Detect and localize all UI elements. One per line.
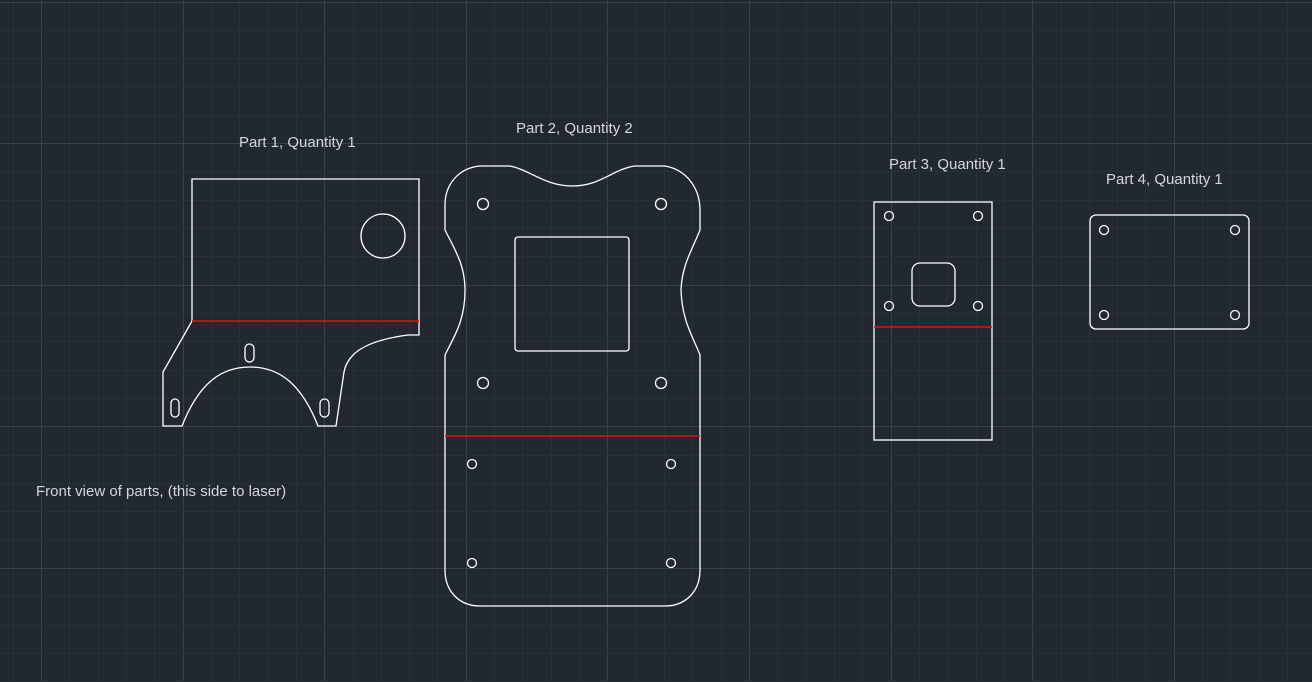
part-3-label: Part 3, Quantity 1 (889, 156, 1006, 173)
part-2[interactable] (444, 165, 701, 607)
part-3-outline (873, 201, 993, 441)
part-2-hole (665, 557, 677, 569)
part-4-label: Part 4, Quantity 1 (1106, 171, 1223, 188)
part-4-hole (1098, 224, 1110, 236)
part-4-hole (1229, 224, 1241, 236)
part-2-square-cutout (514, 236, 630, 352)
part-2-hole (466, 557, 478, 569)
part-1-large-hole (360, 213, 406, 259)
part-1-outline (162, 178, 420, 427)
part-2-hole (654, 376, 668, 390)
part-2-outline (444, 165, 701, 607)
part-3[interactable] (873, 201, 993, 441)
part-3-hole (883, 210, 895, 222)
part-1-label: Part 1, Quantity 1 (239, 134, 356, 151)
front-view-note: Front view of parts, (this side to laser… (36, 483, 287, 500)
part-1-slot (319, 398, 330, 418)
part-1-slot (244, 343, 255, 363)
part-1-slot (170, 398, 180, 418)
part-4-hole (1098, 309, 1110, 321)
part-3-hole (972, 210, 984, 222)
part-2-hole (476, 197, 490, 211)
part-4-outline (1089, 214, 1250, 330)
part-2-hole (665, 458, 677, 470)
part-2-hole (654, 197, 668, 211)
part-3-hole (972, 300, 984, 312)
part-1[interactable] (162, 178, 420, 427)
part-2-label: Part 2, Quantity 2 (516, 120, 633, 137)
part-4-hole (1229, 309, 1241, 321)
part-4[interactable] (1089, 214, 1250, 330)
part-3-square-cutout (911, 262, 956, 307)
part-2-hole (476, 376, 490, 390)
part-2-hole (466, 458, 478, 470)
part-3-hole (883, 300, 895, 312)
